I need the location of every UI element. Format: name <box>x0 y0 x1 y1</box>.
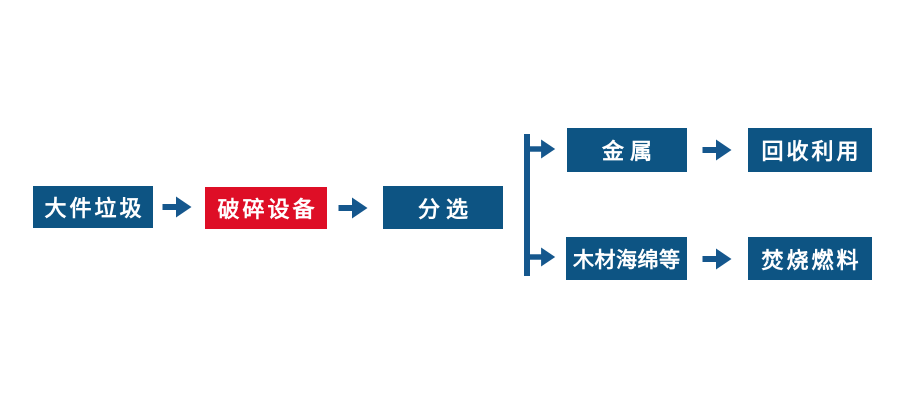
node-bulky-waste: 大件垃圾 <box>33 186 153 228</box>
node-recycling: 回收利用 <box>748 128 872 172</box>
node-wood-sponge: 木材海绵等 <box>566 237 687 280</box>
arrow-right-icon <box>528 139 556 159</box>
branch-connector-line <box>524 134 530 276</box>
arrow-right-icon <box>162 196 192 218</box>
node-metal: 金属 <box>567 128 687 172</box>
node-incineration-fuel: 焚烧燃料 <box>748 237 872 280</box>
node-crushing-equipment: 破碎设备 <box>205 187 327 229</box>
node-sorting: 分选 <box>383 186 503 229</box>
arrow-right-icon <box>528 247 556 267</box>
arrow-right-icon <box>702 248 732 270</box>
arrow-right-icon <box>702 139 732 161</box>
arrow-right-icon <box>338 197 368 219</box>
